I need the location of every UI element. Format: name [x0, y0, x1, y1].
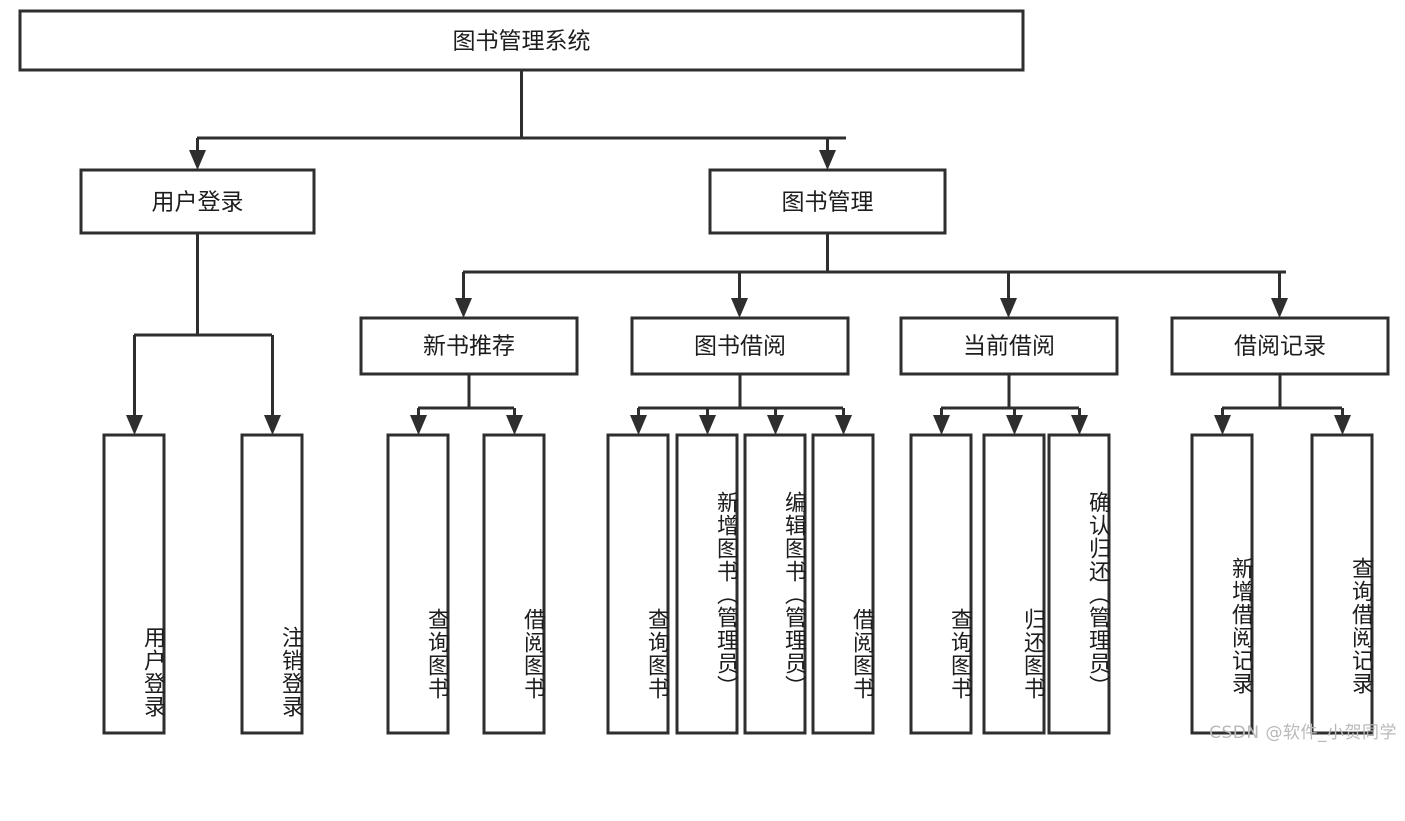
arrow-head-leaf-addrecord: [1214, 415, 1231, 435]
node-level1-user-login[interactable]: 用户登录: [79, 168, 316, 235]
arrow-head-borrowrecord: [1271, 298, 1288, 318]
node-root-system-label: 图书管理系统: [453, 29, 591, 55]
connector-group-currentborrow: [933, 374, 1088, 435]
connector-group-newbook: [410, 374, 523, 435]
leaf-box-query-borrow-record[interactable]: [1310, 433, 1374, 735]
arrow-head-bookmgmt: [819, 150, 836, 170]
connector-group-borrowrecord: [1214, 374, 1351, 435]
node-level1-user-login-box: [79, 168, 316, 235]
node-level2-current-borrow-box: [899, 316, 1119, 376]
node-level2-new-book-recommend-box: [359, 316, 579, 376]
arrow-head-newbook: [455, 298, 472, 318]
connector-group-bookmgmt: [455, 233, 1288, 318]
leaf-box-query-book-2[interactable]: [606, 433, 670, 735]
arrow-head-userlogin: [189, 150, 206, 170]
leaf-box-return-book[interactable]: [982, 433, 1046, 735]
node-root-system-box: [18, 9, 1025, 72]
leaf-box-query-book-3[interactable]: [909, 433, 973, 735]
leaf-box-confirm-return-admin[interactable]: [1047, 433, 1111, 735]
node-level2-borrow-record-box: [1170, 316, 1390, 376]
arrow-head-leaf-returnbook: [1006, 415, 1023, 435]
node-level1-book-management-box: [708, 168, 947, 235]
leaf-box-borrow-book-1[interactable]: [482, 433, 546, 735]
node-level1-book-management[interactable]: 图书管理: [708, 168, 947, 235]
arrow-head-leaf-borrowbook-1: [506, 415, 523, 435]
arrow-head-currentborrow: [1000, 298, 1017, 318]
leaf-box-logout[interactable]: [240, 433, 304, 735]
leaf-box-user-login[interactable]: [102, 433, 166, 735]
leaf-box-add-book-admin[interactable]: [675, 433, 739, 735]
diagram-canvas-root: 图书管理系统 用户登录 图书管理 新书推荐 图书借阅 当前借阅 借阅记录: [18, 9, 1397, 743]
connector-group-root: [189, 70, 846, 170]
arrow-head-leaf-querybook-3: [933, 415, 950, 435]
arrow-head-leaf-addbook: [699, 415, 716, 435]
node-level2-new-book-recommend-label: 新书推荐: [423, 334, 515, 360]
arrow-head-leaf-querybook-2: [630, 415, 647, 435]
arrow-head-leaf-logout: [264, 415, 281, 435]
node-level1-book-management-label: 图书管理: [782, 190, 874, 216]
node-level2-borrow-record-label: 借阅记录: [1234, 334, 1326, 360]
arrow-head-leaf-borrowbook-2: [835, 415, 852, 435]
node-level2-book-borrow-label: 图书借阅: [694, 334, 786, 360]
node-level2-new-book-recommend[interactable]: 新书推荐: [359, 316, 579, 376]
arrow-head-borrowbook: [731, 298, 748, 318]
arrow-head-leaf-queryrecord: [1334, 415, 1351, 435]
node-level1-user-login-label: 用户登录: [152, 190, 244, 216]
connector-group-borrowbook: [630, 374, 852, 435]
leaf-boxes-group: [102, 433, 1374, 735]
leaf-box-add-borrow-record[interactable]: [1190, 433, 1254, 735]
arrow-head-leaf-userlogin: [126, 415, 143, 435]
node-level2-current-borrow-label: 当前借阅: [963, 334, 1055, 360]
node-level2-current-borrow[interactable]: 当前借阅: [899, 316, 1119, 376]
leaf-box-query-book-1[interactable]: [386, 433, 450, 735]
node-level2-book-borrow-box: [630, 316, 850, 376]
connector-group-userlogin: [126, 233, 281, 435]
arrow-head-leaf-confirmreturn: [1071, 415, 1088, 435]
node-level2-book-borrow[interactable]: 图书借阅: [630, 316, 850, 376]
arrow-head-leaf-editbook: [767, 415, 784, 435]
arrow-head-leaf-querybook-1: [410, 415, 427, 435]
node-root-system[interactable]: 图书管理系统: [18, 9, 1025, 72]
node-level2-borrow-record[interactable]: 借阅记录: [1170, 316, 1390, 376]
leaf-box-borrow-book-2[interactable]: [811, 433, 875, 735]
hierarchy-diagram: 图书管理系统 用户登录 图书管理 新书推荐 图书借阅 当前借阅 借阅记录: [18, 9, 1390, 735]
csdn-watermark: CSDN @软件_小贺同学: [1209, 723, 1397, 743]
leaf-box-edit-book-admin[interactable]: [743, 433, 807, 735]
